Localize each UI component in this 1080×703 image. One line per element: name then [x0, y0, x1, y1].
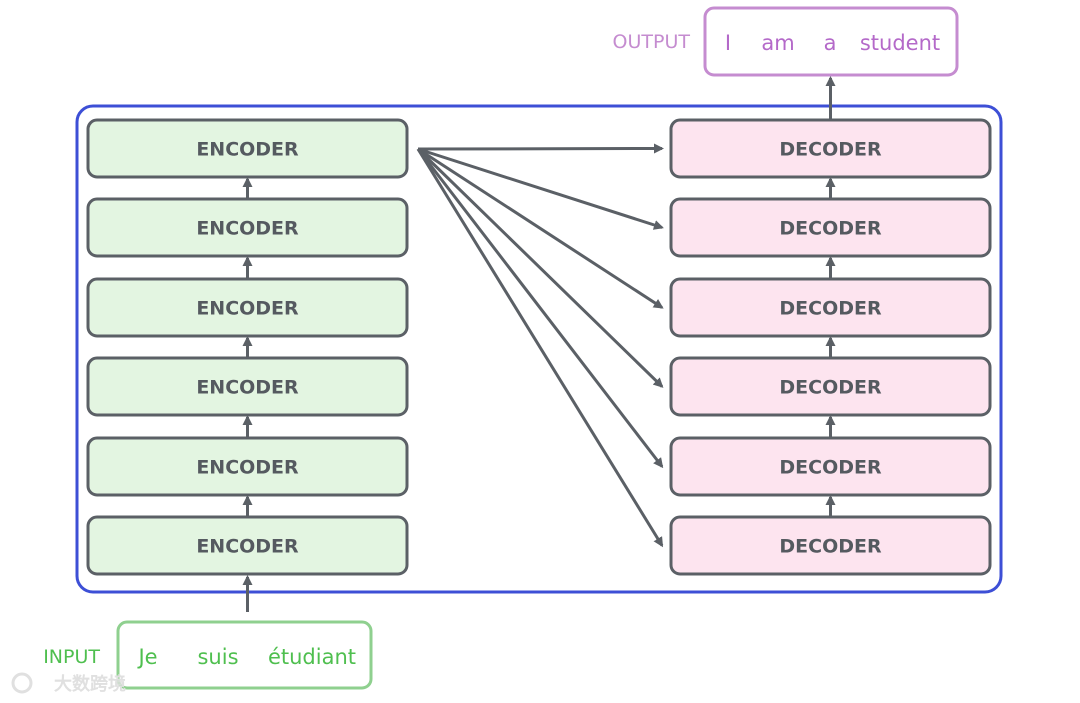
- stack-arrows: [242, 76, 836, 612]
- encoder-block: ENCODER: [86, 436, 409, 497]
- encoder-label: ENCODER: [196, 218, 299, 240]
- decoder-block: DECODER: [669, 515, 992, 576]
- encoder-label: ENCODER: [196, 139, 299, 161]
- encoder-to-decoder-arrow: [416, 148, 664, 469]
- encoder-to-decoder-arrow: [417, 143, 664, 154]
- encoder-block: ENCODER: [86, 515, 409, 576]
- decoder-label: DECODER: [779, 139, 882, 161]
- watermark-text: 大数跨境: [54, 673, 126, 695]
- decoder-block: DECODER: [669, 277, 992, 338]
- output-label: OUTPUT: [613, 31, 691, 53]
- decoder-label: DECODER: [779, 377, 882, 399]
- encoder-stack: ENCODER ENCODER ENCODER ENCODER ENCODER ENCOD…: [86, 118, 409, 576]
- output-box: [703, 6, 959, 77]
- encoder-to-decoder-arrow: [417, 147, 664, 309]
- decoder-label: DECODER: [779, 218, 882, 240]
- input-token: suis: [197, 645, 238, 669]
- encoder-block: ENCODER: [86, 197, 409, 258]
- decoder-label: DECODER: [779, 298, 882, 320]
- encoder-label: ENCODER: [196, 298, 299, 320]
- input-token: Je: [136, 645, 157, 669]
- watermark-logo-icon: [11, 672, 33, 694]
- decoder-block: DECODER: [669, 118, 992, 179]
- output-token: I: [725, 31, 731, 55]
- encoder-to-decoder-arrow: [417, 147, 664, 230]
- decoder-block: DECODER: [669, 436, 992, 497]
- input-label: INPUT: [43, 646, 100, 668]
- encoder-block: ENCODER: [86, 277, 409, 338]
- watermark: 大数跨境: [11, 672, 126, 695]
- encoder-to-decoder-arrows: [416, 143, 664, 548]
- input-token: étudiant: [268, 645, 356, 669]
- decoder-box: [669, 515, 992, 576]
- transformer-container: [75, 104, 1003, 594]
- encoder-block: ENCODER: [86, 118, 409, 179]
- output-tokens: I am a student: [725, 31, 940, 55]
- encoder-to-decoder-arrow: [416, 147, 664, 388]
- input-tokens: Je suis étudiant: [136, 645, 356, 669]
- decoder-block: DECODER: [669, 197, 992, 258]
- encoder-label: ENCODER: [196, 536, 299, 558]
- output-token: am: [761, 31, 794, 55]
- decoder-label: DECODER: [779, 536, 882, 558]
- input-box: [116, 620, 373, 690]
- decoder-block: DECODER: [669, 356, 992, 417]
- encoder-block: ENCODER: [86, 356, 409, 417]
- output-token: student: [860, 31, 940, 55]
- encoder-label: ENCODER: [196, 457, 299, 479]
- output-token: a: [824, 31, 837, 55]
- encoder-label: ENCODER: [196, 377, 299, 399]
- encoder-box: [86, 515, 409, 576]
- decoder-stack: DECODER DECODER DECODER DECODER DECODER DECOD…: [669, 118, 992, 576]
- encoder-to-decoder-arrow: [416, 148, 664, 548]
- decoder-label: DECODER: [779, 457, 882, 479]
